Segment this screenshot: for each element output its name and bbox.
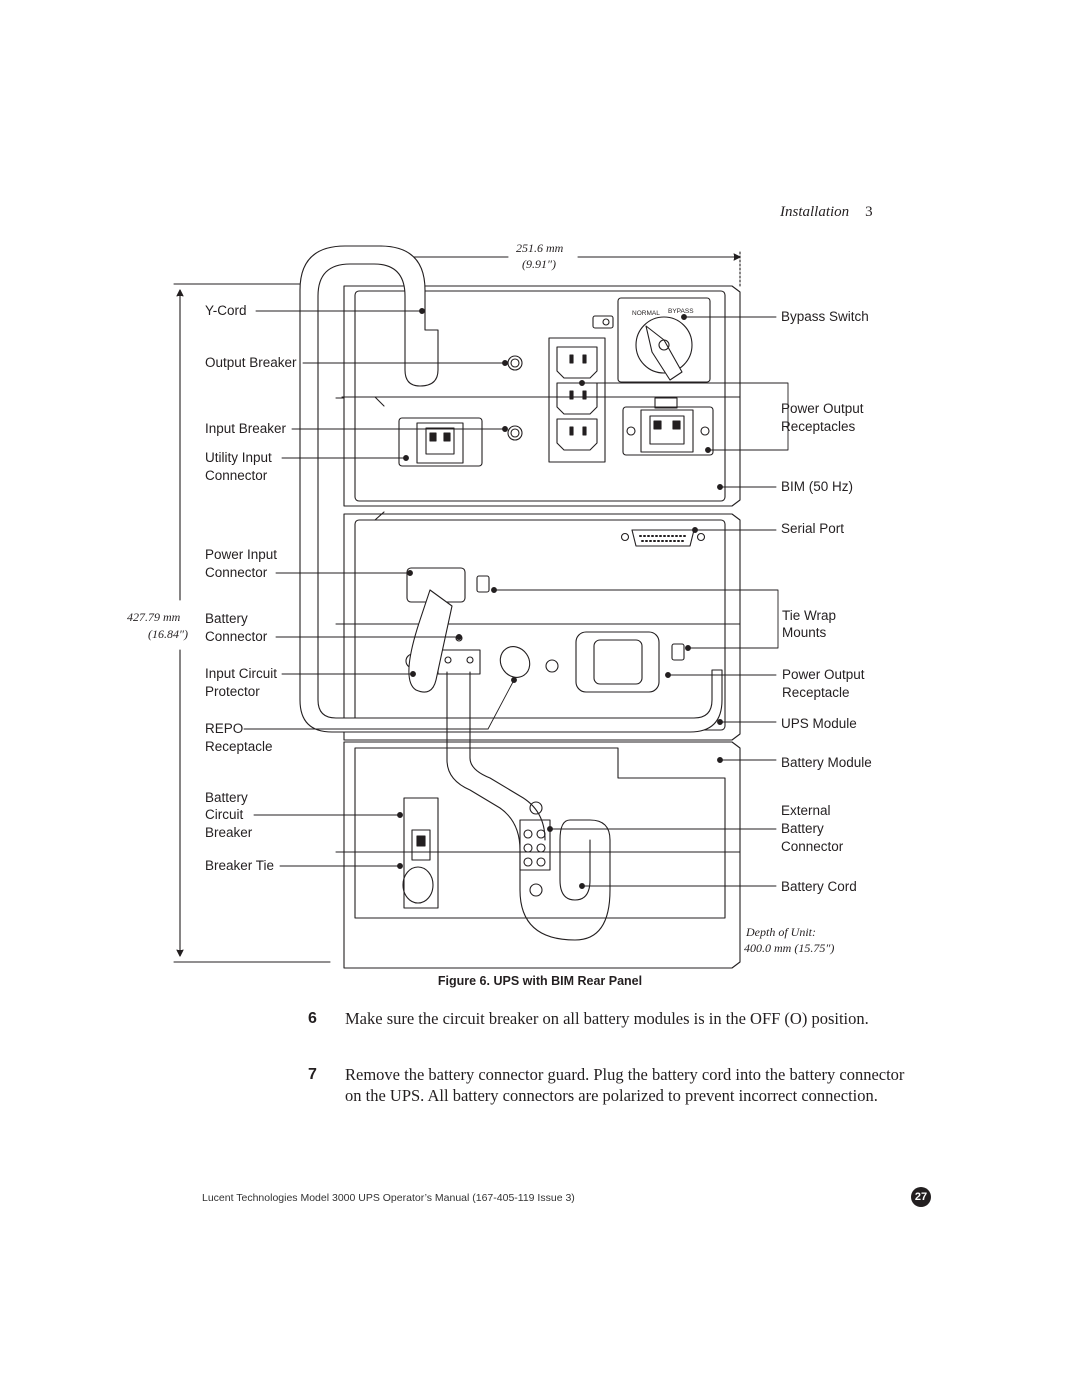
label-battery-connector-2: Connector (205, 629, 268, 644)
step-6-text: Make sure the circuit breaker on all bat… (345, 1009, 869, 1028)
utility-input-connector (398, 417, 483, 467)
depth-title: Depth of Unit: (746, 925, 816, 939)
label-utility-input-2: Connector (205, 468, 268, 483)
step-7-number: 7 (308, 1066, 317, 1083)
label-power-output-1: Power Output (781, 401, 864, 416)
label-power-output-2: Receptacles (781, 419, 856, 434)
label-breaker-tie: Breaker Tie (205, 858, 275, 873)
ups-module (335, 511, 741, 741)
label-power-output-rec-1: Power Output (782, 667, 865, 682)
step-6: 6 Make sure the circuit breaker on all b… (308, 1008, 908, 1029)
label-serial-port: Serial Port (781, 521, 845, 536)
step-7-text: Remove the battery connector guard. Plug… (345, 1065, 905, 1105)
switch-bypass-label: BYPASS (668, 308, 694, 315)
footer-text: Lucent Technologies Model 3000 UPS Opera… (202, 1192, 575, 1204)
power-output-receptacle (575, 631, 660, 693)
bypass-switch (617, 297, 711, 383)
label-repo-1: REPO (205, 721, 244, 736)
label-ext-battery-2: Battery (781, 821, 824, 836)
label-battery-breaker-1: Battery (205, 790, 248, 805)
output-breaker (507, 355, 523, 371)
label-bim: BIM (50 Hz) (781, 479, 854, 494)
header-section-title: Installation (780, 204, 850, 220)
leader-lines-right (491, 314, 789, 889)
height-mm: 427.79 mm (127, 610, 181, 624)
label-bypass-switch: Bypass Switch (781, 309, 869, 324)
step-6-number: 6 (308, 1010, 317, 1027)
label-input-circuit-1: Input Circuit (205, 666, 278, 681)
label-power-input-1: Power Input (205, 547, 278, 562)
label-ext-battery-3: Connector (781, 839, 844, 854)
label-utility-input-1: Utility Input (205, 450, 272, 465)
power-output-receptacles (548, 337, 606, 463)
width-in: (9.91″) (522, 257, 556, 271)
battery-cord (446, 671, 611, 941)
battery-circuit-breaker (403, 797, 439, 909)
page-number-badge: 27 (911, 1187, 931, 1207)
bim-module (335, 285, 741, 507)
label-repo-2: Receptacle (205, 739, 273, 754)
label-y-cord: Y-Cord (205, 303, 247, 318)
label-battery-module: Battery Module (781, 755, 872, 770)
input-breaker (507, 425, 523, 441)
label-tie-wrap-2: Mounts (782, 625, 827, 640)
battery-module (335, 741, 741, 969)
label-ups-module: UPS Module (781, 716, 857, 731)
label-input-circuit-2: Protector (205, 684, 260, 699)
label-battery-breaker-3: Breaker (205, 825, 253, 840)
label-ext-battery-1: External (781, 803, 831, 818)
label-battery-connector-1: Battery (205, 611, 248, 626)
label-input-breaker: Input Breaker (205, 421, 287, 436)
leader-lines-left (243, 308, 517, 869)
step-7: 7 Remove the battery connector guard. Pl… (308, 1064, 908, 1106)
label-power-input-2: Connector (205, 565, 268, 580)
serial-port (631, 529, 695, 547)
label-battery-breaker-2: Circuit (205, 807, 244, 822)
height-in: (16.84″) (148, 627, 188, 641)
label-battery-cord: Battery Cord (781, 879, 857, 894)
figure-caption: Figure 6. UPS with BIM Rear Panel (437, 974, 643, 988)
label-power-output-rec-2: Receptacle (782, 685, 850, 700)
y-cord (299, 245, 723, 733)
depth-value: 400.0 mm (15.75″) (744, 941, 835, 955)
repo-receptacle (545, 659, 559, 673)
running-header: Installation 3 (780, 204, 873, 221)
label-output-breaker: Output Breaker (205, 355, 297, 370)
width-mm: 251.6 mm (516, 241, 564, 255)
header-section-number: 3 (865, 204, 873, 220)
label-tie-wrap-1: Tie Wrap (782, 608, 837, 623)
breaker-tie (402, 866, 434, 904)
height-dimension-line (173, 283, 331, 963)
switch-normal-label: NORMAL (632, 310, 660, 317)
